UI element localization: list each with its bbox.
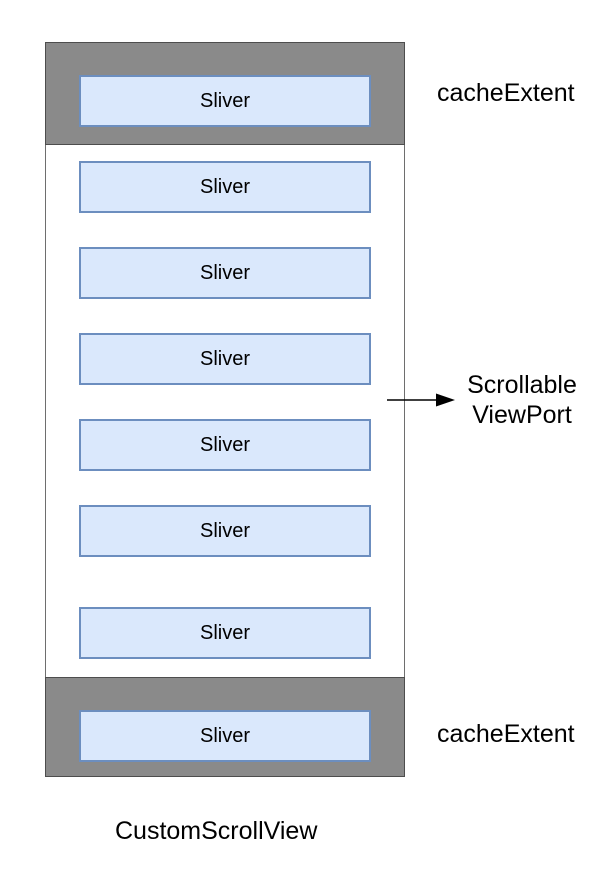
sliver-box: Sliver: [79, 75, 371, 127]
sliver-box: Sliver: [79, 505, 371, 557]
sliver-label: Sliver: [199, 89, 250, 112]
sliver-label: Sliver: [199, 433, 250, 456]
sliver-label: Sliver: [199, 175, 250, 198]
sliver-box: Sliver: [79, 607, 371, 659]
sliver-label: Sliver: [199, 724, 250, 747]
viewport-arrow-icon: [387, 393, 455, 407]
viewport-label-line1: Scrollable: [467, 371, 577, 399]
sliver-label: Sliver: [199, 621, 250, 644]
sliver-label: Sliver: [199, 519, 250, 542]
diagram-title: CustomScrollView: [115, 817, 318, 845]
sliver-label: Sliver: [199, 347, 250, 370]
cache-extent-bottom-label: cacheExtent: [437, 720, 575, 748]
sliver-box: Sliver: [79, 710, 371, 762]
sliver-box: Sliver: [79, 333, 371, 385]
viewport-label-line2: ViewPort: [472, 401, 572, 429]
cache-extent-top-label: cacheExtent: [437, 79, 575, 107]
custom-scroll-view-container: Sliver Sliver Sliver Sliver Sliver Slive…: [45, 42, 405, 777]
sliver-box: Sliver: [79, 161, 371, 213]
sliver-box: Sliver: [79, 419, 371, 471]
sliver-box: Sliver: [79, 247, 371, 299]
viewport-label: Scrollable ViewPort: [452, 370, 592, 430]
sliver-label: Sliver: [199, 261, 250, 284]
